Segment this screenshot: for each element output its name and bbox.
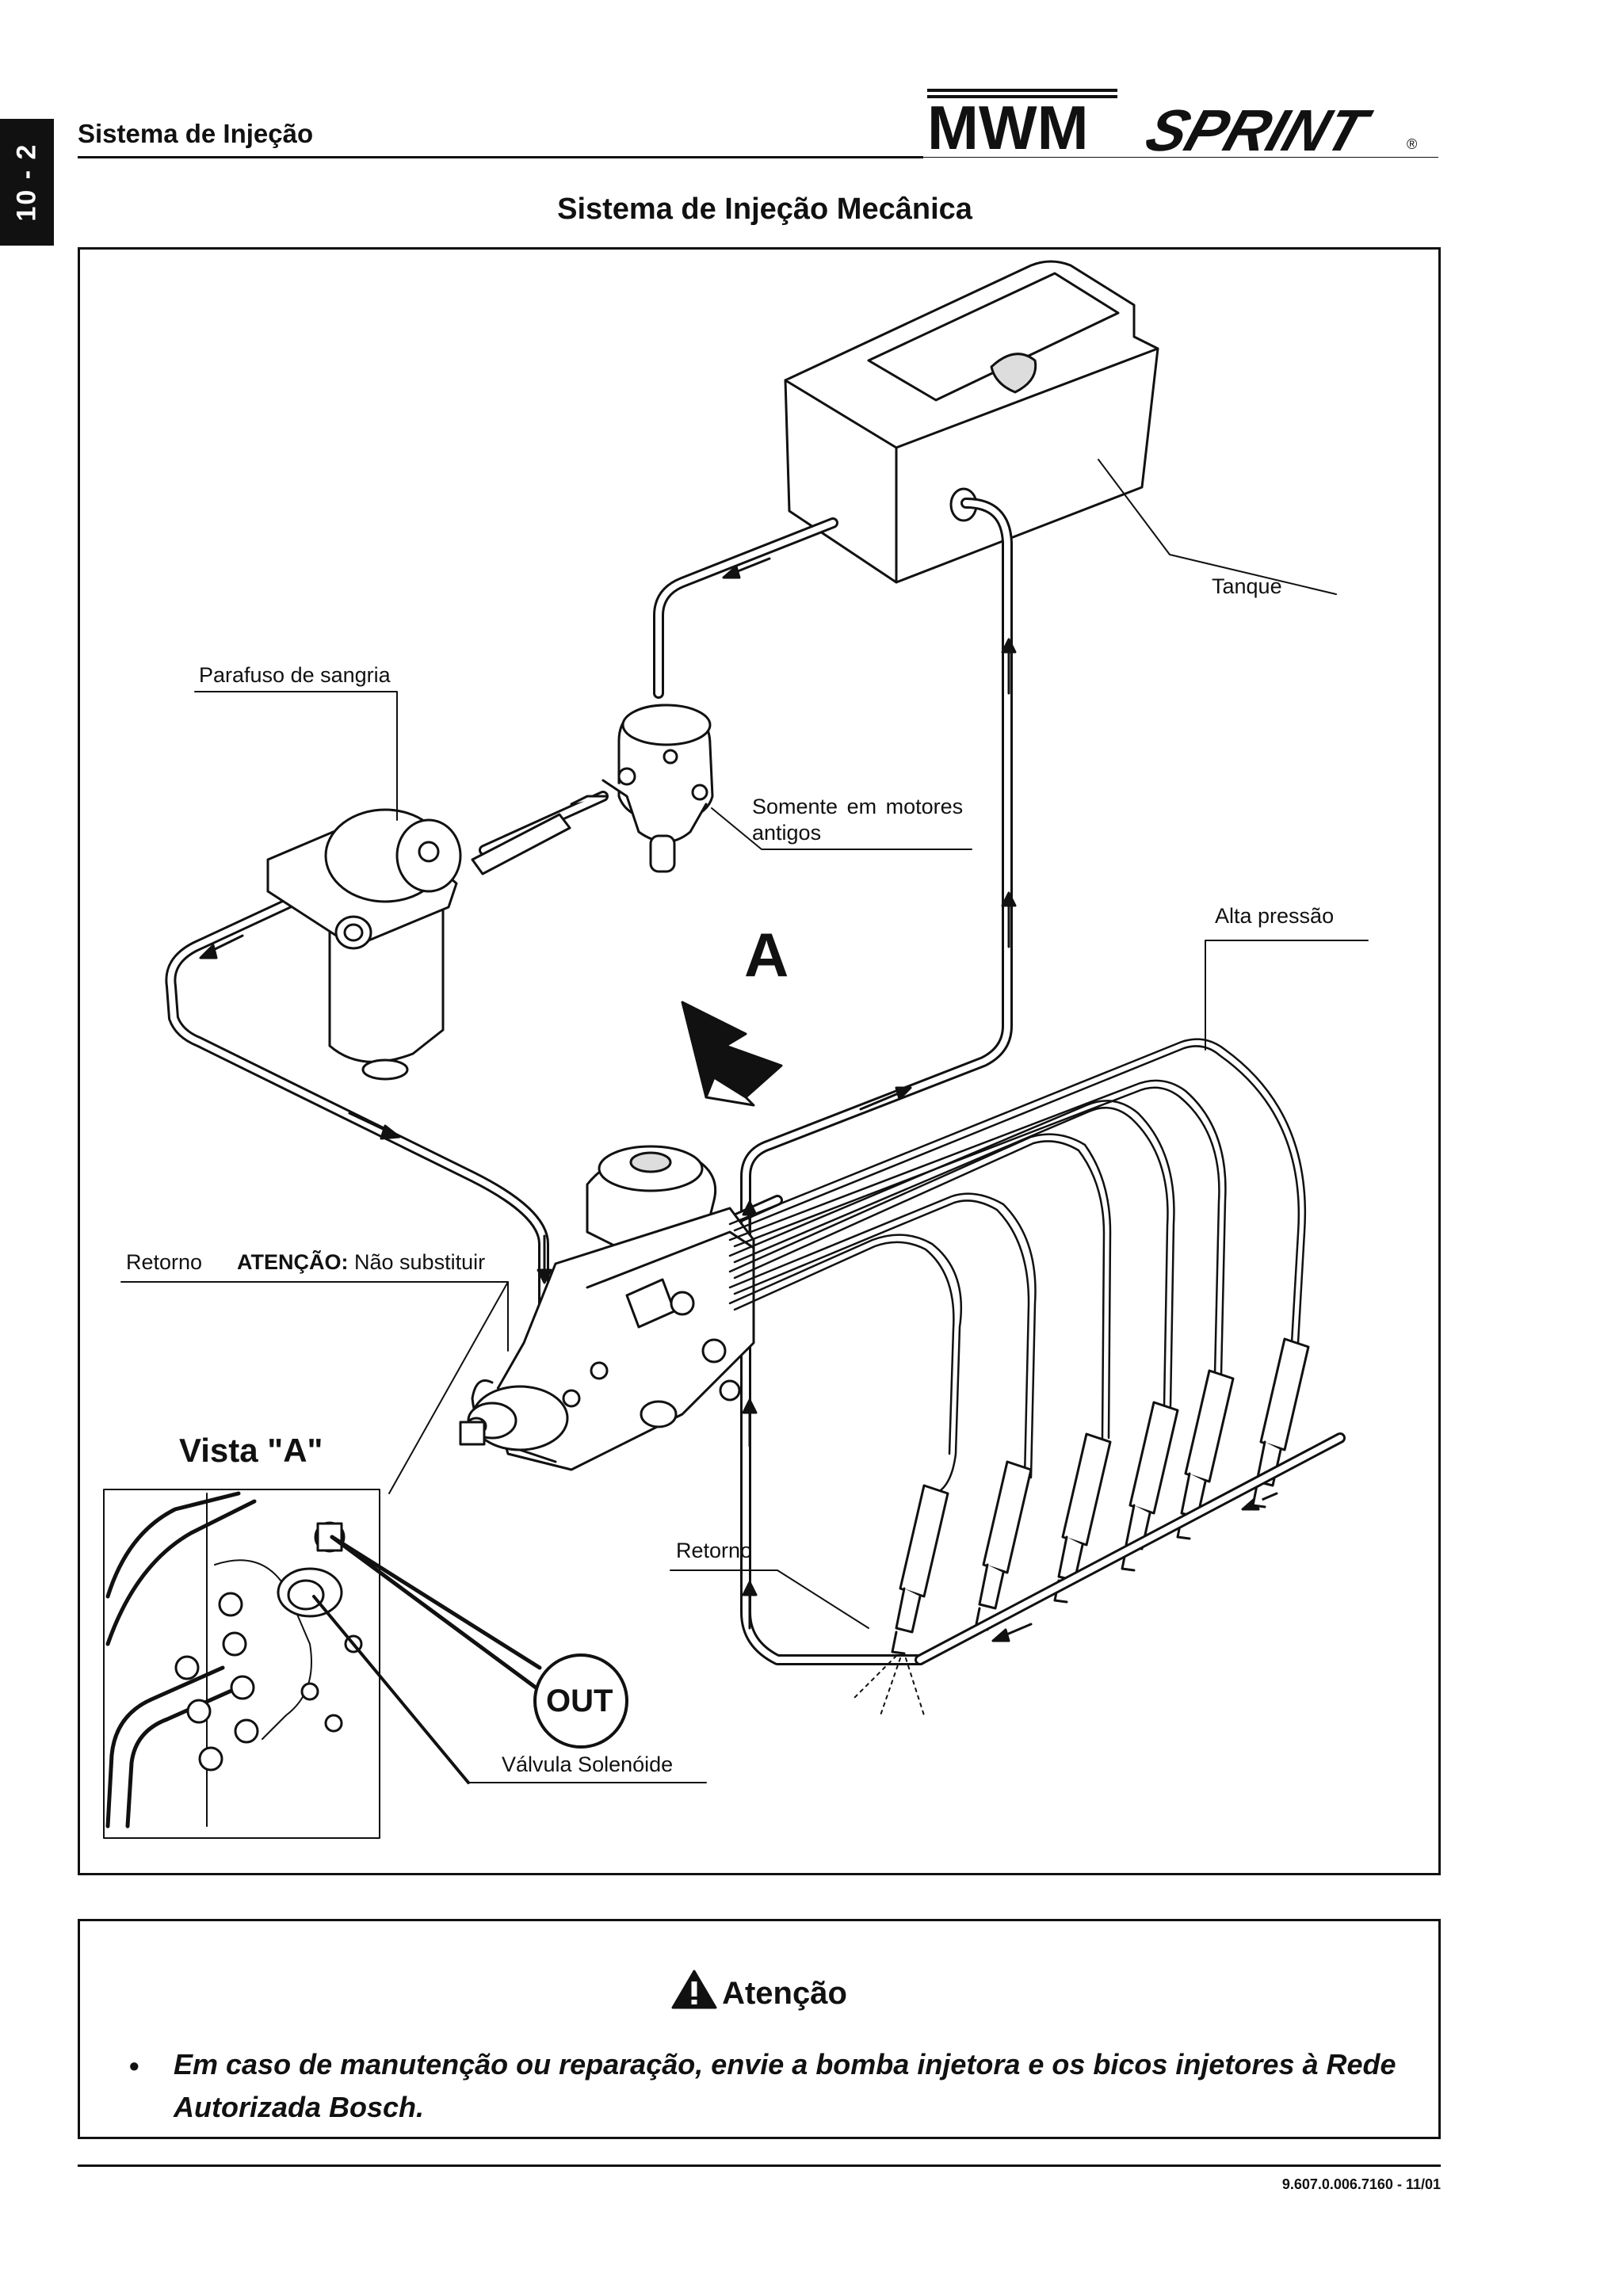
view-a-title: Vista "A"	[179, 1432, 323, 1469]
warning-icon	[671, 1970, 717, 2009]
return-line-tank	[740, 498, 1013, 1665]
label-return-right: Retorno	[676, 1539, 753, 1562]
injection-system-diagram	[103, 260, 1369, 1839]
injector-spray	[852, 1655, 925, 1716]
injection-diagram-frame: Tanque Parafuso de sangria Somente em mo…	[78, 247, 1441, 1875]
label-bleed-screw: Parafuso de sangria	[199, 663, 391, 687]
feed-pump-outlet-tube	[471, 813, 571, 875]
injection-pump	[459, 1145, 755, 1471]
out-label: OUT	[546, 1684, 613, 1718]
logo-text-sprint: SPRINT	[1138, 98, 1379, 164]
label-attention: ATENÇÃO: Não substituir	[237, 1250, 485, 1275]
notice-bullet: •	[129, 2050, 139, 2082]
section-title: Sistema de Injeção	[78, 119, 314, 148]
flow-arrows	[199, 557, 1278, 1642]
logo-registered-mark: ®	[1407, 136, 1417, 152]
injector-3	[1053, 1432, 1112, 1604]
injector-5	[1176, 1369, 1235, 1540]
out-callout	[312, 1535, 628, 1784]
logo-text-mwm: MWM	[927, 93, 1089, 162]
footer-divider	[78, 2164, 1441, 2167]
fuel-filter	[266, 808, 462, 1081]
fuel-tank	[784, 260, 1159, 584]
label-return-left: Retorno	[126, 1250, 203, 1274]
label-old-engines: Somente em motores antigos	[752, 795, 964, 845]
header-divider	[78, 156, 923, 158]
label-tank: Tanque	[1212, 574, 1282, 598]
notice-title: Atenção	[722, 1976, 847, 2011]
label-attention-prefix: ATENÇÃO:	[237, 1250, 349, 1274]
view-a-inset	[103, 1489, 380, 1839]
page-title: Sistema de Injeção Mecânica	[557, 193, 972, 226]
high-pressure-lines	[728, 1038, 1307, 1495]
notice-text: Em caso de manutenção ou reparação, envi…	[174, 2048, 1396, 2123]
feed-pump	[570, 704, 714, 873]
document-code: 9.607.0.006.7160 - 11/01	[1281, 2176, 1441, 2192]
notice-heading: Atenção	[80, 1969, 1438, 2012]
attention-notice: Atenção • Em caso de manutenção ou repar…	[78, 1919, 1441, 2139]
view-a-marker: A	[744, 920, 789, 990]
label-attention-text: Não substituir	[354, 1250, 486, 1274]
label-high-pressure: Alta pressão	[1215, 904, 1335, 928]
injectors	[891, 1337, 1310, 1655]
view-a-arrow	[681, 1001, 783, 1107]
header-divider-thin	[923, 157, 1438, 158]
label-solenoid-valve: Válvula Solenóide	[502, 1753, 674, 1776]
mwm-sprint-logo: MWM SPRINT ®	[927, 89, 1417, 164]
injector-1	[891, 1484, 949, 1655]
leader-lines	[120, 459, 1369, 1783]
section-tab: 10 - 2	[0, 119, 54, 246]
